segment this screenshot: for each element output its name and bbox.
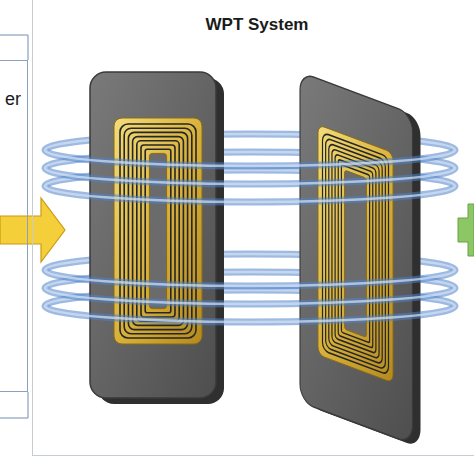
frame-title: WPT System (33, 15, 474, 35)
transmitter-coil-panel (90, 72, 224, 404)
system-frame: WPT System (32, 0, 474, 456)
receiver-coil-panel (300, 72, 421, 448)
block-box: er (0, 60, 28, 392)
magnetic-flux-loops (45, 150, 455, 322)
block-label: er (0, 89, 21, 110)
output-arrow (458, 204, 474, 256)
